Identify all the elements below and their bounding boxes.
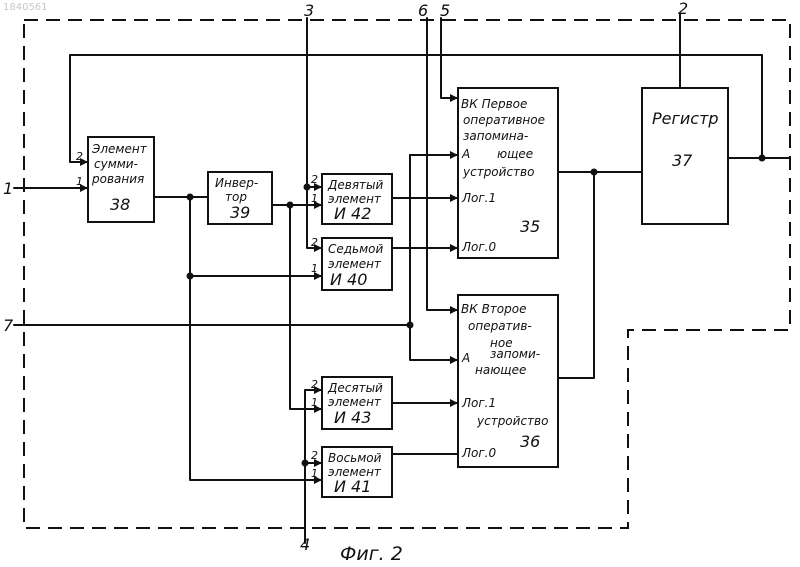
mem1-port-a: А: [461, 147, 470, 161]
inverter-number: 39: [230, 203, 250, 222]
mem2-port-a: А: [461, 351, 470, 365]
inverter-label-2: тор: [225, 190, 247, 204]
summator-pin-2: 2: [76, 150, 83, 163]
summator-label-1: Элемент: [91, 142, 148, 156]
and43-number: И 43: [334, 408, 371, 427]
mem2-number: 36: [520, 432, 540, 451]
summator-label-3: рования: [91, 172, 144, 186]
mem2-port-log1: Лог.1: [461, 396, 496, 410]
mem2-label-4: запоми-: [490, 347, 540, 361]
terminal-2: 2: [678, 0, 688, 18]
register-label: Регистр: [652, 109, 719, 128]
block-memory-35: ВК Первое оперативное запомина- ющее уст…: [458, 88, 558, 258]
block-memory-36: ВК Второе оператив- ное запоми- нающее у…: [458, 295, 558, 467]
and42-label-1: Девятый: [327, 178, 384, 192]
mem1-port-log1: Лог.1: [461, 191, 496, 205]
mem2-port-log0: Лог.0: [461, 446, 496, 460]
figure-caption: Фиг. 2: [340, 543, 403, 565]
mem2-label-1: ВК Второе: [461, 302, 526, 316]
block-register-37: Регистр 37: [642, 88, 728, 224]
and42-number: И 42: [334, 204, 371, 223]
mem1-label-1: ВК Первое: [461, 97, 527, 111]
register-number: 37: [672, 151, 693, 170]
mem1-label-5: устройство: [462, 165, 534, 179]
block-inverter-39: Инвер- тор 39: [208, 172, 272, 224]
and43-pin-2: 2: [311, 378, 318, 391]
terminal-1: 1: [3, 179, 13, 198]
and43-label-2: элемент: [328, 395, 382, 409]
block-and-42: Девятый элемент И 42 2 1: [311, 173, 392, 224]
and40-pin-2: 2: [311, 236, 318, 249]
mem1-number: 35: [520, 217, 540, 236]
terminal-7: 7: [3, 316, 14, 335]
mem1-label-4: ющее: [497, 147, 533, 161]
mem2-label-2: оператив-: [468, 319, 532, 333]
and41-label-1: Восьмой: [328, 451, 382, 465]
mem1-label-2: оперативное: [463, 113, 545, 127]
inverter-label-1: Инвер-: [215, 176, 258, 190]
and40-number: И 40: [330, 270, 367, 289]
block-and-41: Восьмой элемент И 41 2 1: [311, 447, 392, 497]
block-summator-38: Элемент сумми- рования 38 2 1: [76, 137, 154, 222]
and43-pin-1: 1: [311, 396, 318, 409]
block-and-40: Седьмой элемент И 40 2 1: [311, 236, 392, 290]
and40-label-2: элемент: [328, 257, 382, 271]
and40-label-1: Седьмой: [328, 242, 384, 256]
terminal-5: 5: [440, 1, 450, 20]
mem1-label-3: запомина-: [463, 129, 528, 143]
summator-pin-1: 1: [76, 175, 83, 188]
mem2-label-6: устройство: [476, 414, 548, 428]
and42-pin-1: 1: [311, 192, 318, 205]
terminal-3: 3: [304, 1, 314, 20]
block-and-43: Десятый элемент И 43 2 1: [311, 377, 392, 429]
summator-number: 38: [110, 195, 130, 214]
terminal-4: 4: [300, 535, 310, 554]
and43-label-1: Десятый: [327, 381, 383, 395]
mem1-port-log0: Лог.0: [461, 240, 496, 254]
and42-pin-2: 2: [311, 173, 318, 186]
and40-pin-1: 1: [311, 262, 318, 275]
mem2-label-5: нающее: [475, 363, 526, 377]
and41-number: И 41: [334, 477, 371, 496]
terminal-6: 6: [418, 1, 428, 20]
watermark: 1840561: [3, 2, 48, 13]
and41-pin-2: 2: [311, 449, 318, 462]
and41-pin-1: 1: [311, 467, 318, 480]
summator-label-2: сумми-: [94, 157, 138, 171]
